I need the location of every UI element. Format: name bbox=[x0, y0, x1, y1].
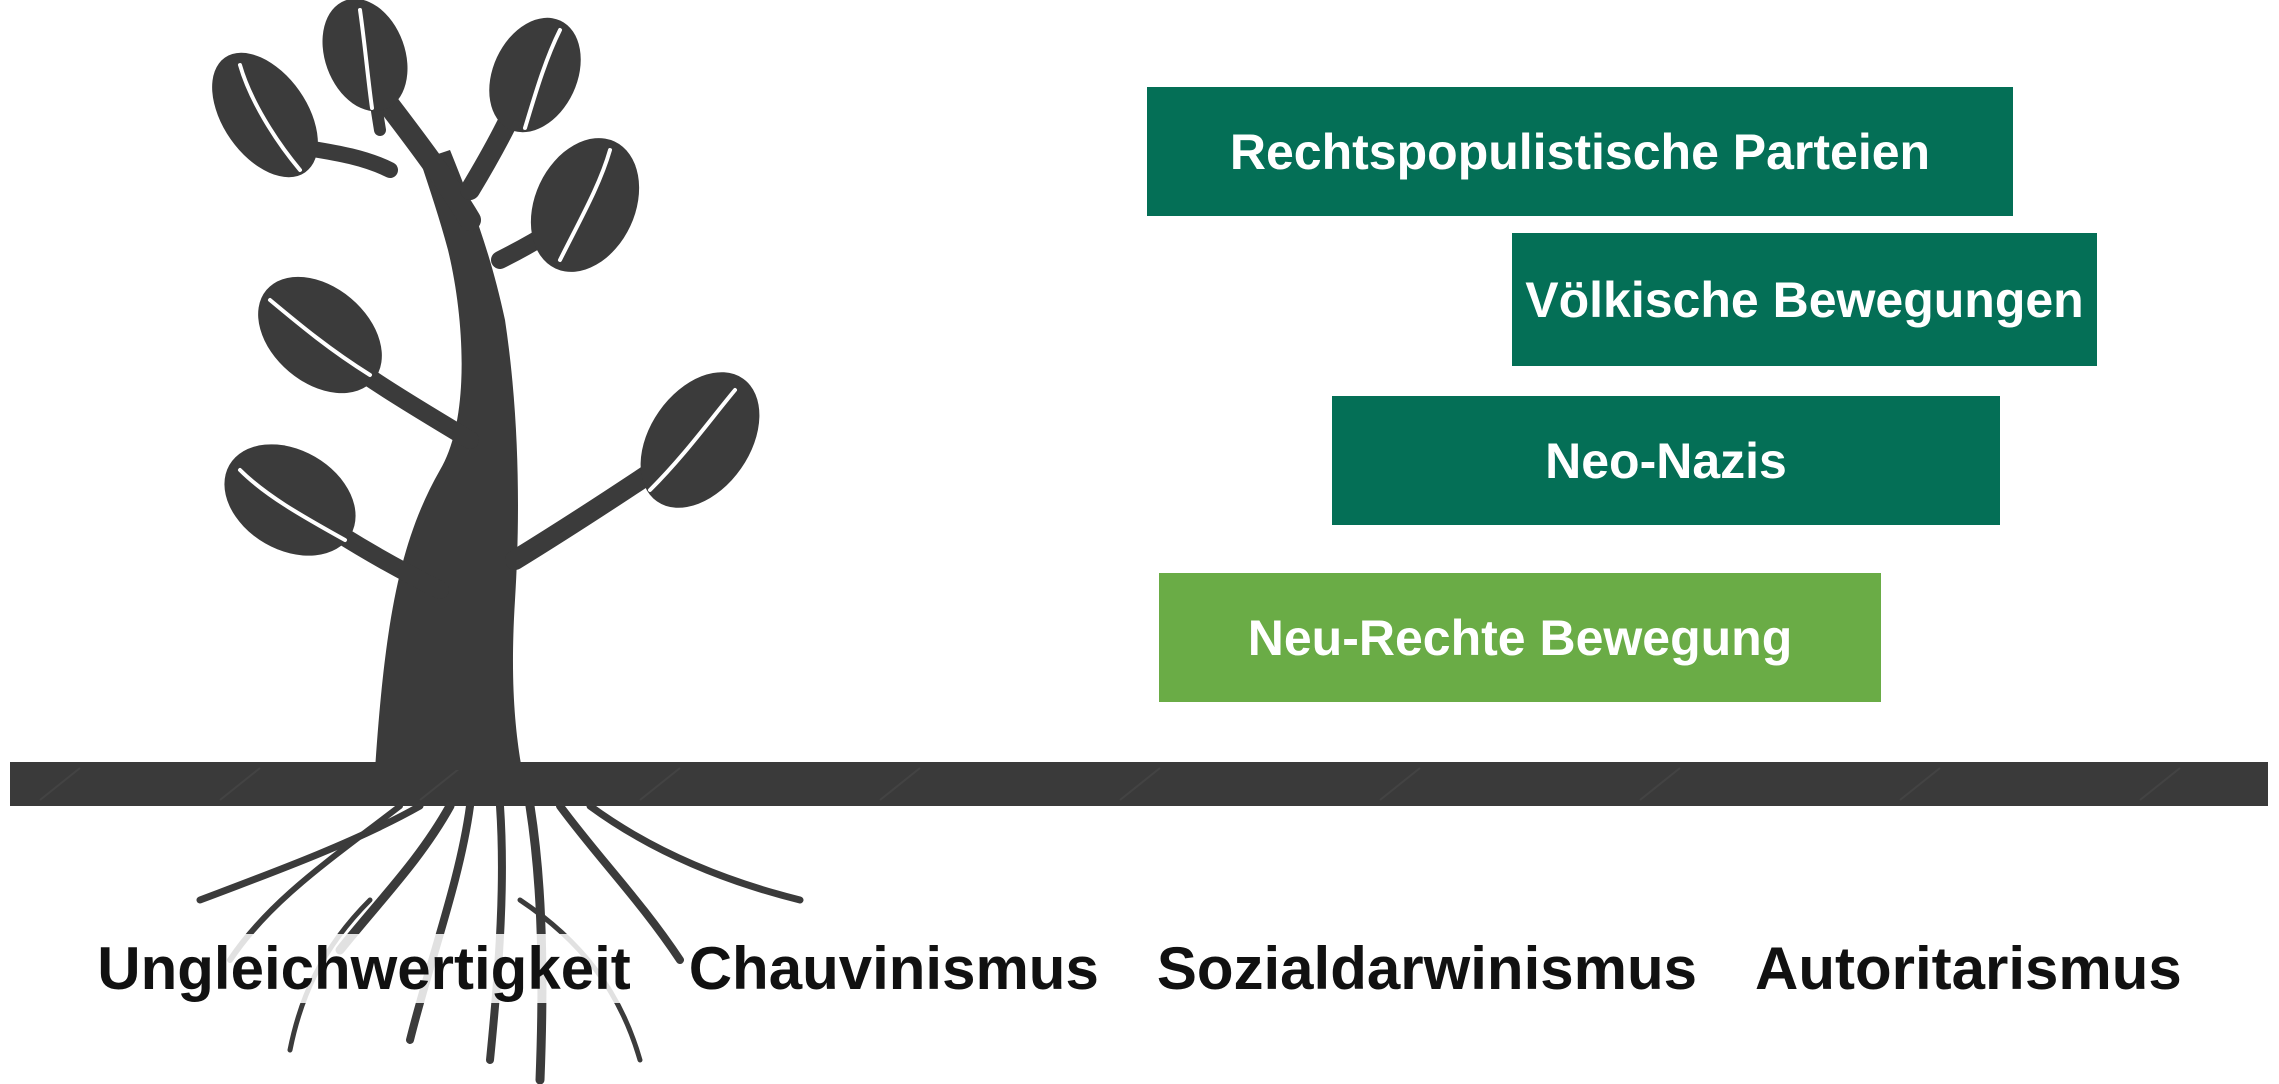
movement-rechtspopulistische-parteien: Rechtspopulistische Parteien bbox=[1147, 87, 2013, 216]
movement-label: Rechtspopulistische Parteien bbox=[1230, 123, 1930, 181]
movement-voelkische-bewegungen: Völkische Bewegungen bbox=[1512, 233, 2097, 366]
root-term-sozialdarwinismus: Sozialdarwinismus bbox=[1153, 934, 1701, 1003]
movement-label: Neu-Rechte Bewegung bbox=[1248, 609, 1793, 667]
leaf bbox=[510, 120, 660, 289]
leaf bbox=[204, 422, 375, 579]
root-term-chauvinismus: Chauvinismus bbox=[685, 934, 1103, 1003]
leaf bbox=[190, 34, 339, 197]
root-term-autoritarismus: Autoritarismus bbox=[1751, 934, 2186, 1003]
movement-neu-rechte-bewegung: Neu-Rechte Bewegung bbox=[1159, 573, 1881, 702]
movement-neo-nazis: Neo-Nazis bbox=[1332, 396, 2000, 525]
leaf bbox=[472, 3, 599, 147]
tree-trunk bbox=[375, 150, 522, 770]
movement-label: Völkische Bewegungen bbox=[1525, 271, 2083, 329]
root-term-ungleichwertigkeit: Ungleichwertigkeit bbox=[93, 934, 634, 1003]
movement-label: Neo-Nazis bbox=[1545, 432, 1787, 490]
root-terms-row: Ungleichwertigkeit Chauvinismus Sozialda… bbox=[100, 928, 2179, 1008]
leaf bbox=[616, 350, 784, 530]
